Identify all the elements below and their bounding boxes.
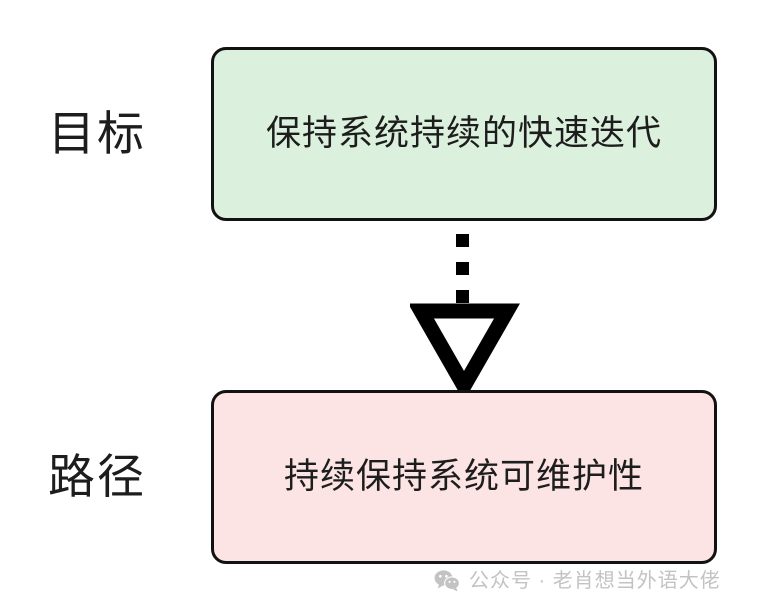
row-label-goal: 目标 [48,107,146,160]
node-box-path-text: 持续保持系统可维护性 [283,457,644,496]
connector-dot-2 [456,262,469,275]
connector-arrow-icon [408,234,520,402]
connector-dotted-arrow [408,228,520,402]
watermark-text: 公众号 · 老肖想当外语大佬 [469,570,721,592]
arrowhead-triangle-icon [408,303,520,402]
node-box-goal: 保持系统持续的快速迭代 [211,47,717,221]
node-box-path: 持续保持系统可维护性 [211,390,717,564]
wechat-icon-glyph [434,570,460,592]
watermark: 公众号 · 老肖想当外语大佬 [434,570,721,592]
node-box-goal-text: 保持系统持续的快速迭代 [265,114,662,153]
wechat-icon [434,570,460,592]
row-label-path: 路径 [48,450,146,503]
connector-dot-3 [456,290,469,303]
connector-dot-1 [456,234,469,247]
